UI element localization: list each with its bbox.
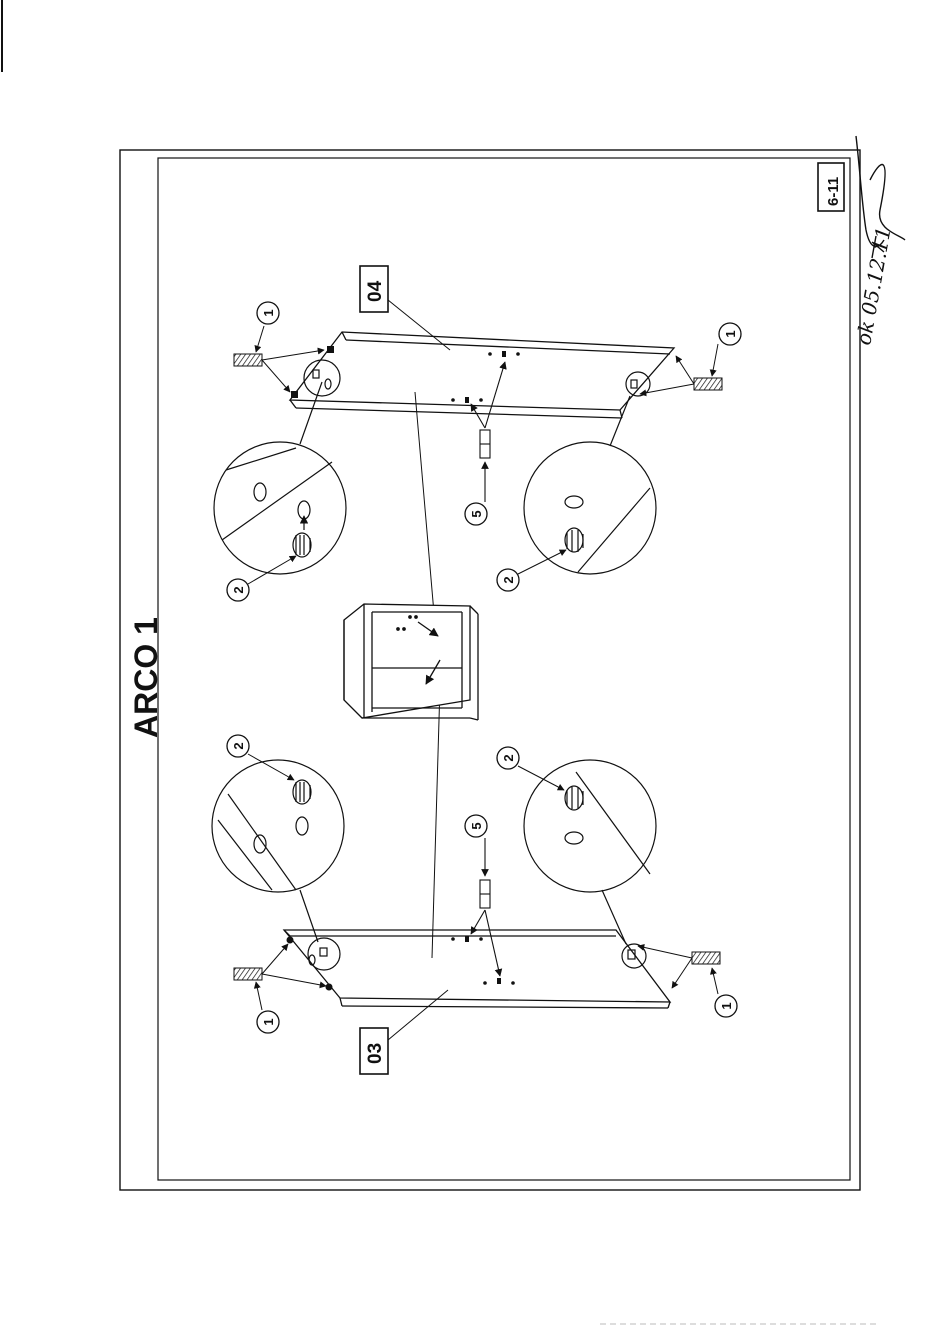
panel-03-label: 03 xyxy=(360,990,448,1074)
callout-5-a: 5 xyxy=(465,503,487,525)
page-code: 6-11 xyxy=(825,177,842,206)
svg-text:1: 1 xyxy=(723,330,738,337)
svg-text:04: 04 xyxy=(365,280,386,302)
sheet-title: ARCO 1 xyxy=(128,617,164,738)
reference-line-03 xyxy=(432,686,440,958)
svg-text:5: 5 xyxy=(469,510,484,517)
callout-1-a: 1 xyxy=(256,302,279,352)
svg-text:2: 2 xyxy=(231,586,246,593)
svg-text:2: 2 xyxy=(231,742,246,749)
svg-text:2: 2 xyxy=(501,754,516,761)
svg-text:1: 1 xyxy=(261,309,276,316)
detail-circle-03-left xyxy=(212,760,344,970)
panel-04 xyxy=(290,332,674,418)
assembled-box xyxy=(344,604,478,720)
callout-5-b: 5 xyxy=(465,815,487,837)
callout-1-c: 1 xyxy=(256,982,279,1033)
svg-text:5: 5 xyxy=(469,822,484,829)
svg-text:1: 1 xyxy=(719,1002,734,1009)
svg-text:03: 03 xyxy=(365,1043,386,1064)
page-code-box: 6-11 xyxy=(818,163,844,211)
svg-text:2: 2 xyxy=(501,576,516,583)
outer-frame xyxy=(120,150,860,1190)
callout-1-d: 1 xyxy=(712,968,737,1017)
callout-1-b: 1 xyxy=(712,323,741,376)
svg-text:1: 1 xyxy=(261,1018,276,1025)
panel-03 xyxy=(284,930,670,1008)
